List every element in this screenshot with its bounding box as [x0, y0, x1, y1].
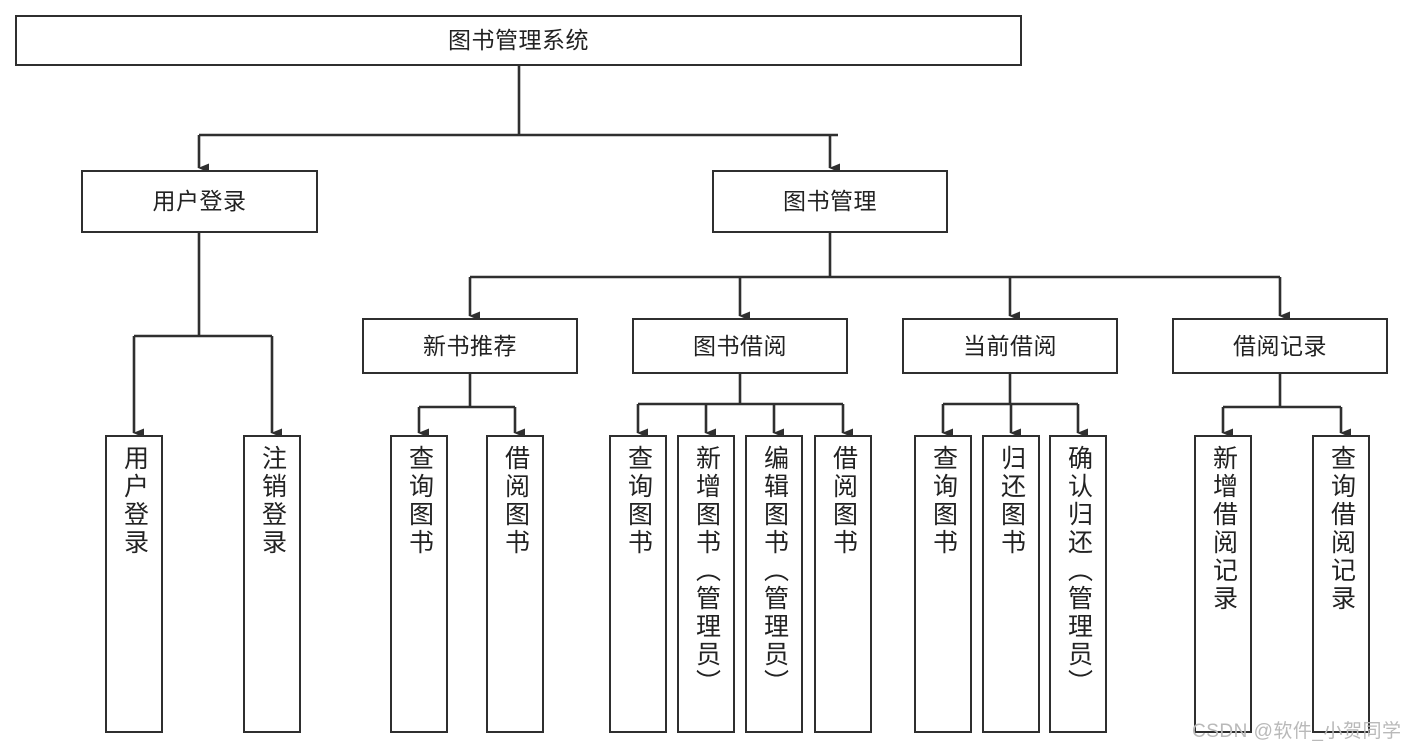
node-label: 归还图书: [997, 445, 1026, 557]
node-new-book-recommend[interactable]: 新书推荐: [362, 318, 578, 374]
leaf-borrow-book[interactable]: 借阅图书: [814, 435, 872, 733]
leaf-query-book-borrow[interactable]: 查询图书: [609, 435, 667, 733]
node-label: 新增图书（管理员）: [692, 445, 721, 697]
leaf-confirm-return-admin[interactable]: 确认归还（管理员）: [1049, 435, 1107, 733]
node-current-borrow[interactable]: 当前借阅: [902, 318, 1118, 374]
leaf-return-book[interactable]: 归还图书: [982, 435, 1040, 733]
node-label: 新增借阅记录: [1209, 445, 1238, 613]
node-label: 编辑图书（管理员）: [760, 445, 789, 697]
node-label: 确认归还（管理员）: [1064, 445, 1093, 697]
node-label: 用户登录: [120, 445, 149, 557]
node-label: 查询借阅记录: [1327, 445, 1356, 613]
node-label: 查询图书: [929, 445, 958, 557]
node-label: 当前借阅: [963, 332, 1057, 359]
node-label: 新书推荐: [423, 332, 517, 359]
leaf-add-book-admin[interactable]: 新增图书（管理员）: [677, 435, 735, 733]
leaf-edit-book-admin[interactable]: 编辑图书（管理员）: [745, 435, 803, 733]
node-borrow-record[interactable]: 借阅记录: [1172, 318, 1388, 374]
node-root-book-management-system[interactable]: 图书管理系统: [15, 15, 1022, 66]
leaf-user-login[interactable]: 用户登录: [105, 435, 163, 733]
node-label: 注销登录: [258, 445, 287, 557]
node-label: 图书管理: [783, 188, 877, 215]
leaf-borrow-book-recommend[interactable]: 借阅图书: [486, 435, 544, 733]
node-label: 借阅记录: [1233, 332, 1327, 359]
leaf-query-book-current[interactable]: 查询图书: [914, 435, 972, 733]
leaf-query-borrow-record[interactable]: 查询借阅记录: [1312, 435, 1370, 733]
node-label: 查询图书: [405, 445, 434, 557]
leaf-add-borrow-record[interactable]: 新增借阅记录: [1194, 435, 1252, 733]
leaf-query-book-recommend[interactable]: 查询图书: [390, 435, 448, 733]
csdn-watermark: CSDN @软件_小贺同学: [1192, 721, 1402, 742]
node-label: 查询图书: [624, 445, 653, 557]
node-book-borrow[interactable]: 图书借阅: [632, 318, 848, 374]
node-label: 借阅图书: [829, 445, 858, 557]
node-label: 图书借阅: [693, 332, 787, 359]
leaf-logout-login[interactable]: 注销登录: [243, 435, 301, 733]
node-label: 借阅图书: [501, 445, 530, 557]
node-label: 用户登录: [152, 188, 247, 215]
node-user-login[interactable]: 用户登录: [81, 170, 318, 233]
node-label: 图书管理系统: [448, 27, 589, 54]
node-book-management[interactable]: 图书管理: [712, 170, 948, 233]
